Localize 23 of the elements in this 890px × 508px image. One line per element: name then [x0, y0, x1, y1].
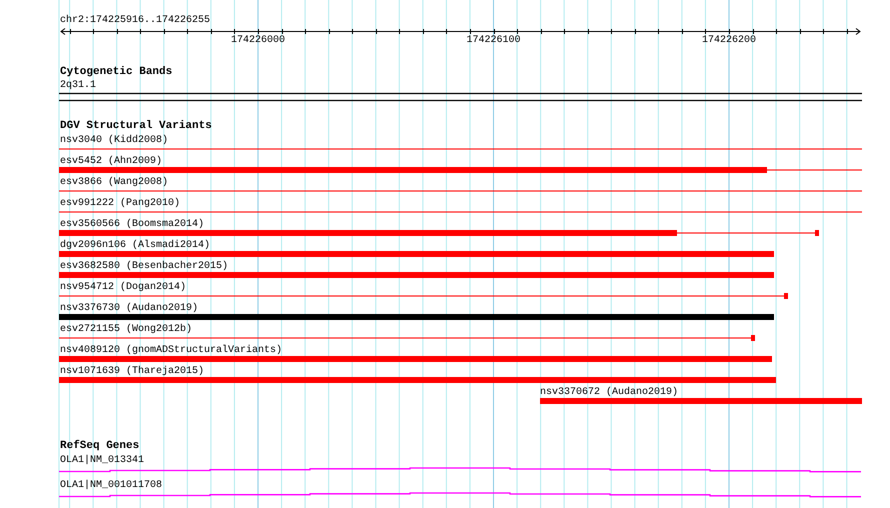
variant-label: esv991222 (Pang2010): [60, 198, 180, 209]
track-title: DGV Structural Variants: [60, 121, 212, 132]
variant-label: nsv3376730 (Audano2019): [60, 303, 198, 314]
gene-label: OLA1|NM_013341: [60, 455, 144, 466]
variant-label: nsv954712 (Dogan2014): [60, 282, 186, 293]
cytoband-label: 2q31.1: [60, 80, 96, 91]
variant-label: esv5452 (Ahn2009): [60, 156, 162, 167]
region-coordinates: chr2:174225916..174226255: [60, 15, 210, 26]
variant-label: nsv3040 (Kidd2008): [60, 135, 168, 146]
tick-label: 174226000: [231, 35, 285, 46]
track-title: RefSeq Genes: [60, 441, 140, 452]
variant-label: esv3560566 (Boomsma2014): [60, 219, 204, 230]
variant-label: esv3866 (Wang2008): [60, 177, 168, 188]
variant-label: esv2721155 (Wong2012b): [60, 324, 192, 335]
track-title: Cytogenetic Bands: [60, 67, 172, 78]
variant-label: nsv1071639 (Thareja2015): [60, 366, 204, 377]
variant-label: nsv4089120 (gnomADStructuralVariants): [60, 345, 282, 356]
variant-label: esv3682580 (Besenbacher2015): [60, 261, 228, 272]
gene-label: OLA1|NM_001011708: [60, 480, 162, 491]
tick-label: 174226200: [702, 35, 756, 46]
variant-label: dgv2096n106 (Alsmadi2014): [60, 240, 210, 251]
tick-label: 174226100: [466, 35, 520, 46]
variant-label: nsv3370672 (Audano2019): [540, 387, 678, 398]
